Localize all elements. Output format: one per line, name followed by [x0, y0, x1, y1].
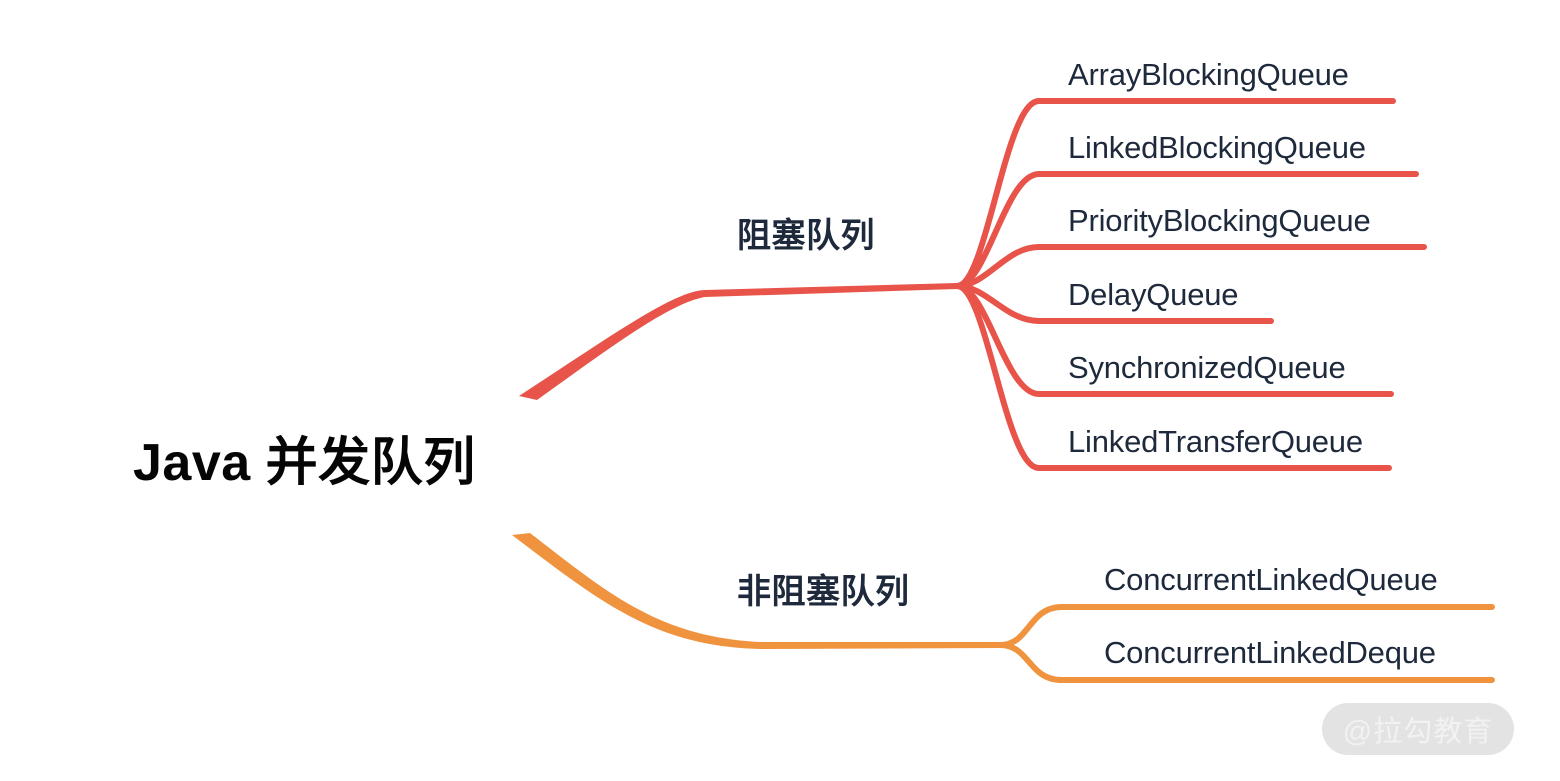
node-label: LinkedTransferQueue	[1068, 424, 1363, 459]
node-label: DelayQueue	[1068, 277, 1239, 312]
node-label: PriorityBlockingQueue	[1068, 203, 1371, 238]
node-label: LinkedBlockingQueue	[1068, 130, 1366, 165]
node-label: ConcurrentLinkedDeque	[1104, 635, 1436, 670]
root-title: Java 并发队列	[133, 434, 476, 492]
branch-label-non-blocking: 非阻塞队列	[737, 573, 910, 611]
watermark: @拉勾教育	[1322, 703, 1514, 755]
node-label: ArrayBlockingQueue	[1068, 57, 1349, 92]
branch-label-blocking: 阻塞队列	[737, 217, 875, 255]
node-label: SynchronizedQueue	[1068, 350, 1346, 385]
node-label: ConcurrentLinkedQueue	[1104, 562, 1438, 597]
